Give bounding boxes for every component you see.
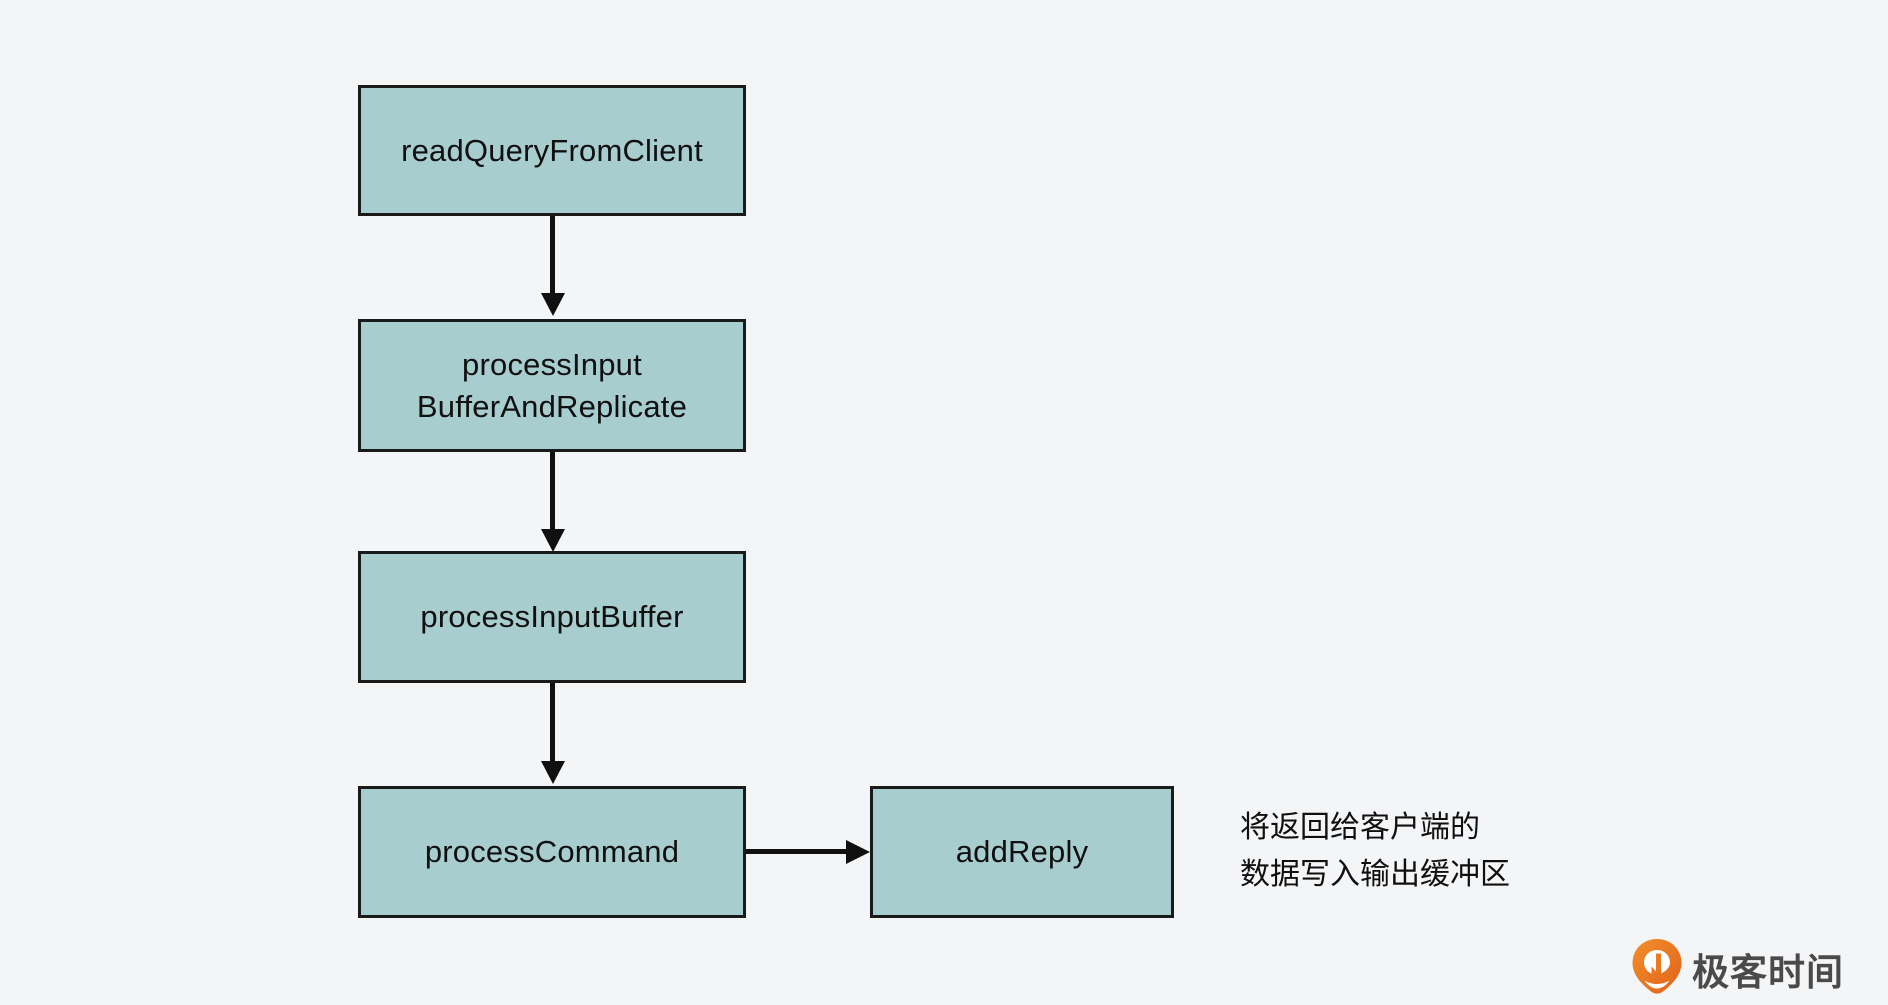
arrow-down-icon [541, 529, 565, 552]
node-addreply[interactable]: addReply [870, 786, 1174, 918]
node-readqueryfromclient[interactable]: readQueryFromClient [358, 85, 746, 216]
edge-processinputbufferandreplicate-to-processinputbuffer [550, 452, 555, 529]
annotation-addreply-note: 将返回给客户端的 数据写入输出缓冲区 [1240, 811, 1510, 891]
edge-processinputbuffer-to-processcommand [550, 683, 555, 761]
arrow-down-icon [541, 293, 565, 316]
node-processcommand[interactable]: processCommand [358, 786, 746, 918]
arrow-down-icon [541, 761, 565, 784]
geektime-pin-logo-icon [1631, 938, 1683, 999]
edge-processcommand-to-addreply [746, 849, 846, 854]
watermark: 极客时间 [1631, 938, 1844, 999]
node-processinputbuffer[interactable]: processInputBuffer [358, 551, 746, 683]
arrow-right-icon [846, 840, 870, 864]
watermark-text: 极客时间 [1692, 950, 1844, 994]
edge-readqueryfromclient-to-processinputbufferandreplicate [550, 216, 555, 293]
node-processinputbufferandreplicate[interactable]: processInput BufferAndReplicate [358, 319, 746, 452]
